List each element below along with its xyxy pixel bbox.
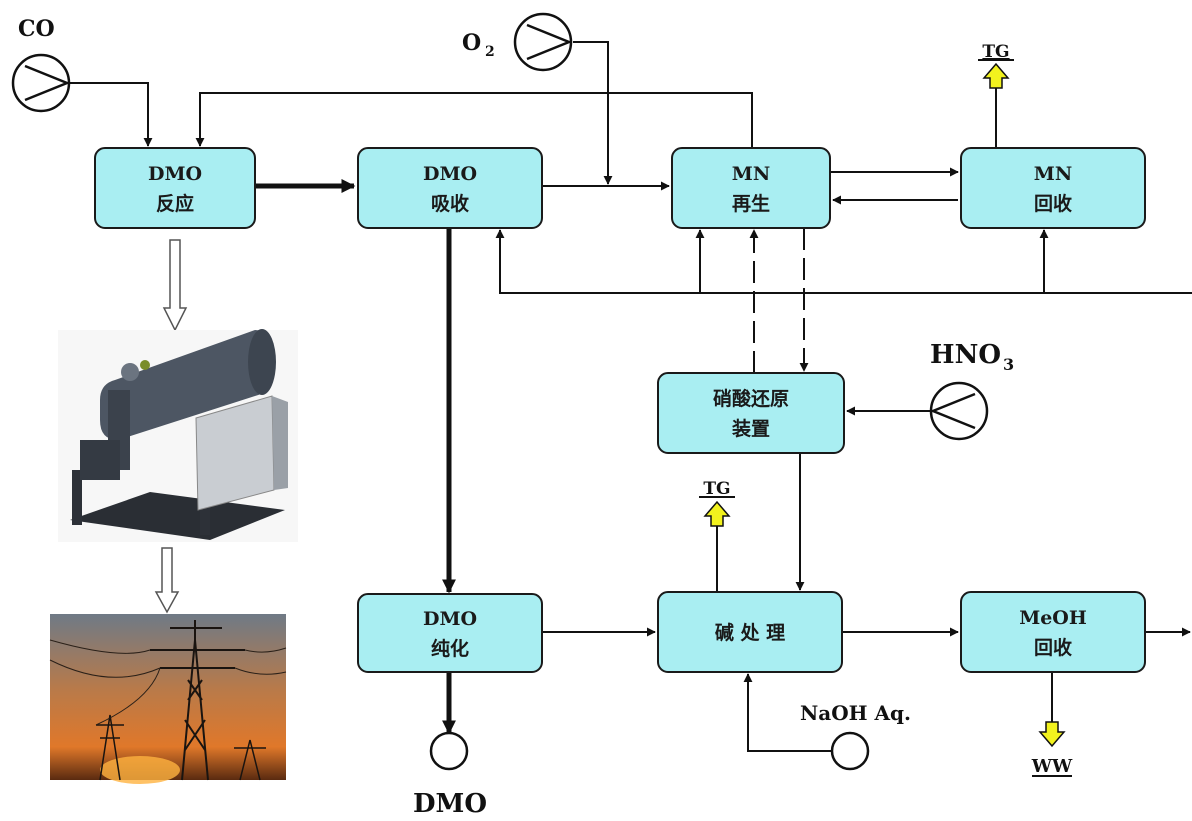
hollow-arrow-down-icon-2 [154, 547, 180, 614]
box-mn-regeneration-line1: MN [732, 163, 770, 185]
box-meoh-recovery-line2: 回收 [1034, 636, 1072, 659]
box-mn-regeneration-line2: 再生 [732, 192, 770, 215]
flow-lines [70, 41, 1192, 752]
o2-feed-line [573, 41, 613, 185]
box-dmo-purification-line1: DMO [423, 608, 477, 630]
dmo-product-label: DMO [413, 789, 487, 819]
box-nitric-reduction-line1: 硝酸还原 [713, 387, 789, 410]
tg-top-label: TG [982, 42, 1009, 62]
box-dmo-purification-line2: 纯化 [431, 637, 469, 660]
box-dmo-absorption-line1: DMO [423, 163, 477, 185]
box-dmo-reaction-line2: 反应 [156, 192, 194, 215]
o2-label: O [462, 30, 481, 56]
naoh-label: NaOH Aq. [800, 701, 911, 725]
tg-vent-top-arrow-icon [982, 62, 1010, 89]
recycle-top-line [195, 92, 753, 148]
co-feed-line [70, 82, 153, 147]
naoh-source-icon [830, 731, 870, 771]
tg-mid-label: TG [703, 479, 730, 499]
hollow-arrow-down-icon-1 [162, 239, 188, 332]
box-dmo-purification: DMO 纯化 [357, 593, 543, 673]
co-pump-icon [11, 53, 71, 113]
box-dmo-absorption-line2: 吸收 [431, 192, 469, 215]
power-tower-image [49, 614, 287, 784]
box-mn-recovery-line2: 回收 [1034, 192, 1072, 215]
box-mn-recovery-line1: MN [1034, 163, 1072, 185]
heat-exchanger-image [58, 329, 298, 542]
box-nitric-reduction: 硝酸还原 装置 [657, 372, 845, 454]
box-mn-regeneration: MN 再生 [671, 147, 831, 229]
o2-subscript: 2 [485, 44, 495, 60]
hno3-subscript: 3 [1003, 355, 1014, 374]
dmo-product-icon [429, 731, 469, 771]
ww-label: WW [1031, 756, 1073, 777]
box-mn-recovery: MN 回收 [960, 147, 1146, 229]
box-alkali-treatment-line1: 碱 处 理 [715, 621, 785, 644]
tg-vent-mid-arrow-icon [703, 500, 731, 527]
box-dmo-reaction: DMO 反应 [94, 147, 256, 229]
co-label: CO [18, 16, 55, 42]
box-dmo-reaction-line1: DMO [148, 163, 202, 185]
box-alkali-treatment: 碱 处 理 [657, 591, 843, 673]
hno3-pump-icon [929, 381, 989, 441]
ww-arrow-icon [1038, 721, 1066, 748]
o2-pump-icon [513, 12, 573, 72]
recycle-header-line [495, 229, 1192, 294]
box-nitric-reduction-line2: 装置 [731, 417, 770, 440]
box-meoh-recovery: MeOH 回收 [960, 591, 1146, 673]
naoh-feed-line [743, 673, 832, 752]
box-dmo-absorption: DMO 吸收 [357, 147, 543, 229]
hno3-label: HNO [930, 340, 1001, 370]
box-meoh-recovery-line1: MeOH [1019, 607, 1087, 629]
